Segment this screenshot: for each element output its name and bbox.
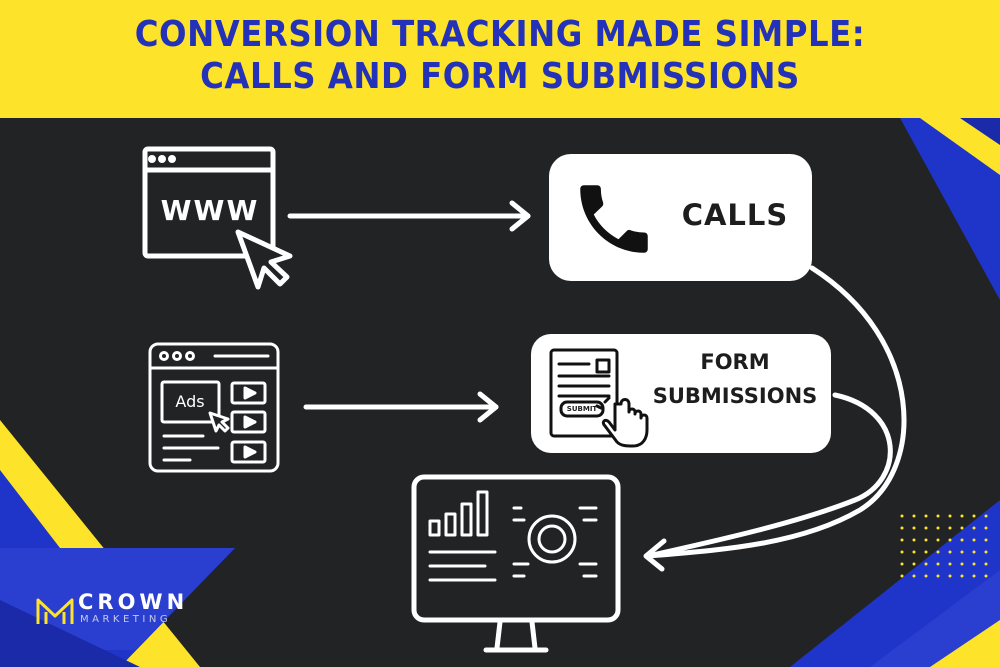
phone-icon	[580, 185, 648, 253]
decor-dot	[972, 574, 976, 578]
decor-dot	[972, 526, 976, 530]
title-banner	[0, 0, 1000, 118]
decor-dot	[948, 574, 952, 578]
decor-top-right	[900, 118, 1000, 300]
ads-browser-icon	[148, 342, 280, 473]
decor-dot	[900, 562, 904, 566]
decor-dot-grid	[900, 514, 988, 578]
decor-dot	[936, 538, 940, 542]
decor-dot	[912, 514, 916, 518]
www-text: WWW	[160, 194, 260, 227]
decor-dot	[948, 562, 952, 566]
decor-bottom-right	[790, 500, 1000, 667]
title-line-1: CONVERSION TRACKING MADE SIMPLE:	[134, 14, 866, 55]
decor-dot	[936, 514, 940, 518]
decor-dot	[948, 538, 952, 542]
brand-name: CROWN	[78, 590, 189, 614]
decor-bottom-left	[0, 420, 235, 667]
decor-dot	[984, 526, 988, 530]
decor-dot	[960, 574, 964, 578]
arrow-calls-to-dashboard	[643, 265, 907, 572]
decor-dot	[972, 538, 976, 542]
decor-dot	[912, 574, 916, 578]
decor-dot	[960, 550, 964, 554]
decor-dot	[900, 538, 904, 542]
decor-dot	[924, 550, 928, 554]
website-icon	[142, 146, 293, 290]
crown-logo-icon	[36, 598, 74, 624]
decor-dot	[924, 574, 928, 578]
decor-dot	[948, 514, 952, 518]
form-label-line-1: FORM	[700, 350, 770, 374]
title-line-2: CALLS AND FORM SUBMISSIONS	[200, 56, 800, 97]
form-submit-icon	[549, 348, 649, 448]
analytics-monitor-icon	[411, 474, 621, 653]
decor-dot	[924, 538, 928, 542]
decor-dot	[960, 526, 964, 530]
decor-dot	[912, 526, 916, 530]
decor-dot	[900, 514, 904, 518]
decor-dot	[936, 562, 940, 566]
decor-dot	[984, 574, 988, 578]
decor-dot	[924, 562, 928, 566]
arrow-to-form	[303, 391, 499, 423]
decor-dot	[924, 514, 928, 518]
decor-dot	[912, 550, 916, 554]
decor-dot	[984, 562, 988, 566]
decor-dot	[936, 526, 940, 530]
decor-dot	[900, 574, 904, 578]
decor-dot	[972, 514, 976, 518]
decor-dot	[936, 550, 940, 554]
decor-dot	[960, 562, 964, 566]
calls-card	[549, 154, 812, 281]
brand-subtitle: MARKETING	[80, 614, 172, 625]
submit-button-text: SUBMIT	[566, 405, 598, 413]
decor-dot	[972, 562, 976, 566]
form-submissions-card	[531, 334, 831, 453]
arrow-to-calls	[287, 200, 531, 232]
ads-text: Ads	[175, 392, 205, 411]
decor-dot	[960, 538, 964, 542]
decor-dot	[912, 538, 916, 542]
decor-dot	[984, 538, 988, 542]
decor-dot	[984, 514, 988, 518]
decor-dot	[912, 562, 916, 566]
decor-dot	[948, 550, 952, 554]
decor-dot	[900, 550, 904, 554]
decor-dot	[924, 526, 928, 530]
decor-dot	[984, 550, 988, 554]
decor-dot	[972, 550, 976, 554]
decor-dot	[900, 526, 904, 530]
decor-dot	[936, 574, 940, 578]
decor-dot	[960, 514, 964, 518]
form-label-line-2: SUBMISSIONS	[652, 384, 818, 408]
decor-dot	[948, 526, 952, 530]
calls-label: CALLS	[681, 198, 789, 232]
